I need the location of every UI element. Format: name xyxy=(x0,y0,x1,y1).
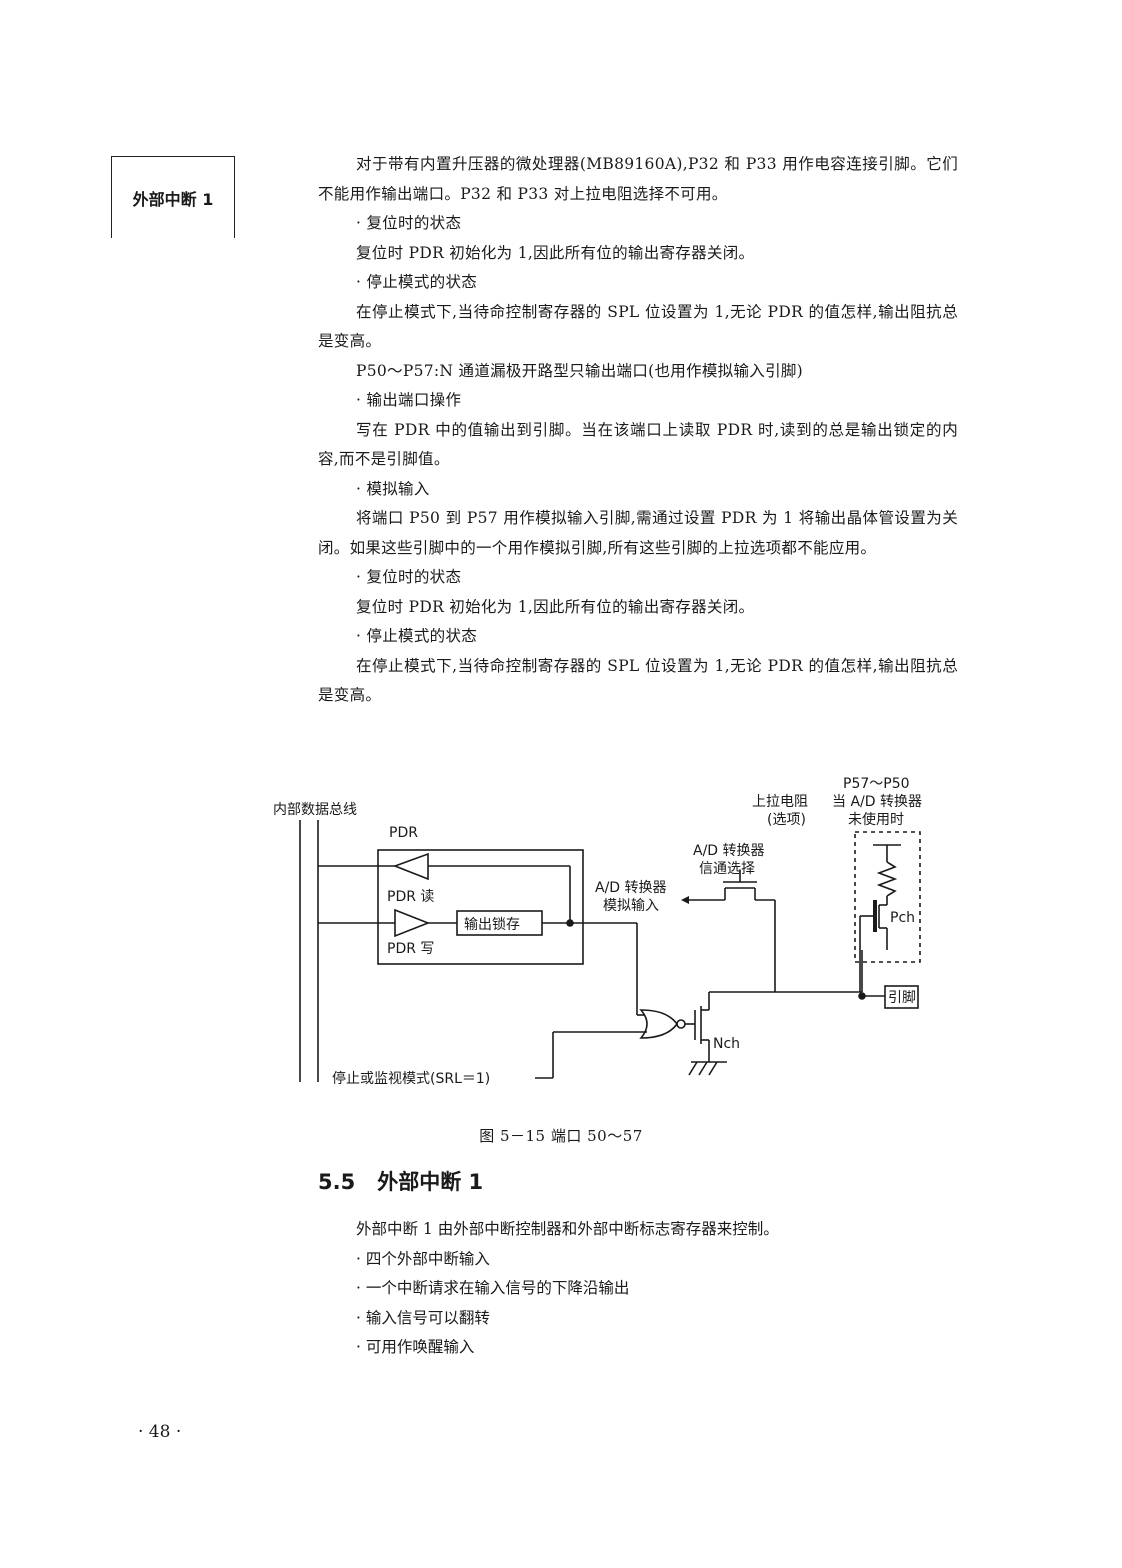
pdr-read-label: PDR 读 xyxy=(387,888,434,905)
paragraph: 在停止模式下,当待命控制寄存器的 SPL 位设置为 1,无论 PDR 的值怎样,… xyxy=(318,302,958,351)
page-number: · 48 · xyxy=(138,1422,182,1442)
paragraph: 复位时 PDR 初始化为 1,因此所有位的输出寄存器关闭。 xyxy=(356,243,755,262)
nch-label: Nch xyxy=(713,1036,740,1052)
paragraph: · 模拟输入 xyxy=(356,479,430,498)
paragraph: · 复位时的状态 xyxy=(356,214,462,232)
p57-label-2: 当 A/D 转换器 xyxy=(832,793,922,810)
pdr-write-label: PDR 写 xyxy=(387,941,434,957)
paragraph: · 停止模式的状态 xyxy=(356,627,478,645)
paragraph: 对于带有内置升压器的微处理器(MB89160A),P32 和 P33 用作电容连… xyxy=(318,155,958,203)
ad-channel-label-1: A/D 转换器 xyxy=(693,842,765,859)
section-number: 5.5 xyxy=(318,1170,356,1194)
ad-analog-label-2: 模拟输入 xyxy=(603,898,659,914)
section-bullet: · 输入信号可以翻转 xyxy=(356,1308,490,1327)
section-heading: 5.5 外部中断 1 xyxy=(318,1166,483,1196)
ad-analog-label-1: A/D 转换器 xyxy=(595,879,667,896)
paragraph: · 复位时的状态 xyxy=(356,568,462,586)
paragraph: 将端口 P50 到 P57 用作模拟输入引脚,需通过设置 PDR 为 1 将输出… xyxy=(318,509,958,557)
pin-label: 引脚 xyxy=(888,990,916,1006)
pullup-label-1: 上拉电阻 xyxy=(752,794,808,810)
pullup-label-2: (选项) xyxy=(767,812,806,828)
ad-channel-label-2: 信通选择 xyxy=(699,861,755,877)
paragraph: · 输出端口操作 xyxy=(356,391,462,409)
paragraph: 在停止模式下,当待命控制寄存器的 SPL 位设置为 1,无论 PDR 的值怎样,… xyxy=(318,656,958,705)
port-circuit-diagram: 内部数据总线 PDR PDR 读 PDR 写 输出锁存 停止或监视模式(SRL＝… xyxy=(265,770,965,1100)
paragraph: 写在 PDR 中的值输出到引脚。当在该端口上读取 PDR 时,读到的总是输出锁定… xyxy=(318,420,958,469)
bus-label: 内部数据总线 xyxy=(273,802,357,818)
p57-label-3: 未使用时 xyxy=(848,811,904,828)
pch-label: Pch xyxy=(890,910,915,926)
p57-label-1: P57～P50 xyxy=(843,776,910,792)
section-bullet: · 四个外部中断输入 xyxy=(356,1249,490,1268)
body-text: 对于带有内置升压器的微处理器(MB89160A),P32 和 P33 用作电容连… xyxy=(318,150,958,711)
paragraph: P50～P57:N 通道漏极开路型只输出端口(也用作模拟输入引脚) xyxy=(356,361,804,380)
side-tab: 外部中断 1 xyxy=(111,156,235,238)
latch-label: 输出锁存 xyxy=(464,917,520,933)
stop-mode-label: 停止或监视模式(SRL＝1) xyxy=(332,1070,490,1087)
section-bullet: · 一个中断请求在输入信号的下降沿输出 xyxy=(356,1279,630,1297)
section-bullet: · 可用作唤醒输入 xyxy=(356,1338,475,1356)
section-body: 外部中断 1 由外部中断控制器和外部中断标志寄存器来控制。 · 四个外部中断输入… xyxy=(318,1215,958,1363)
figure-caption: 图 5－15 端口 50～57 xyxy=(479,1127,643,1145)
paragraph: 复位时 PDR 初始化为 1,因此所有位的输出寄存器关闭。 xyxy=(356,597,755,616)
paragraph: · 停止模式的状态 xyxy=(356,273,478,291)
section-title: 外部中断 1 xyxy=(377,1170,484,1194)
section-intro: 外部中断 1 由外部中断控制器和外部中断标志寄存器来控制。 xyxy=(356,1220,779,1238)
pdr-label: PDR xyxy=(389,825,418,841)
